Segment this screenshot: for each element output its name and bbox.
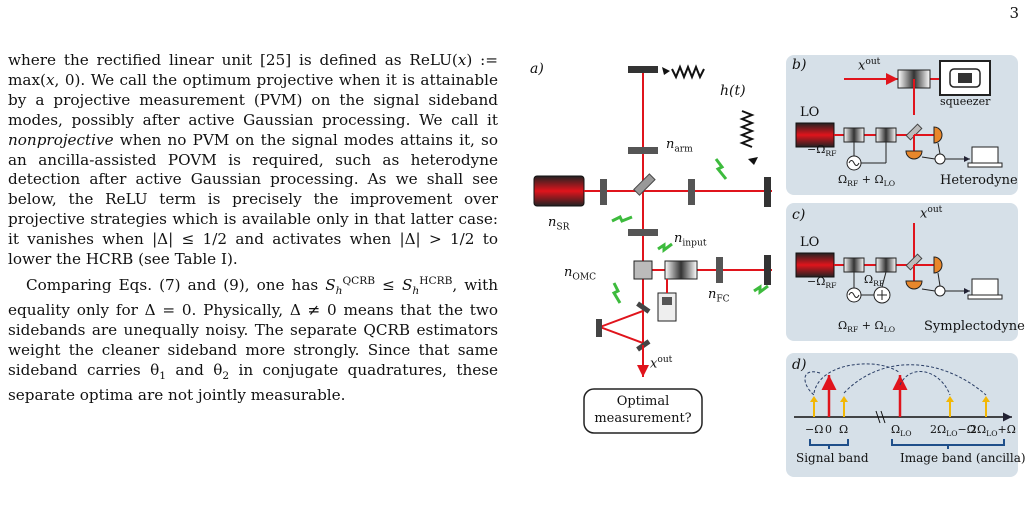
end-mirror-right [764, 177, 771, 207]
tick-zero: 0 [825, 423, 832, 436]
tick-minus-omega: −Ω [805, 423, 824, 436]
rf-label-c: ΩRF [864, 273, 885, 289]
n-omc-label: nOMC [564, 265, 597, 283]
paragraph-comparison: Comparing Eqs. (7) and (9), one has ShQC… [8, 273, 498, 404]
signal-band-brace [809, 439, 849, 449]
photodetector-b-1 [933, 126, 943, 144]
loss-bolt-input [657, 242, 673, 253]
gravitational-wave-icon [671, 64, 705, 80]
arm-mirror-horizontal [688, 179, 695, 205]
n-fc-label: nFC [708, 287, 730, 305]
loss-bolt-arm [714, 158, 728, 180]
panel-d-spectrum [786, 353, 1018, 477]
x-out-label-c: xout [920, 205, 943, 222]
minus-rf-label-c: −ΩRF [807, 275, 837, 291]
mixer-c [934, 285, 946, 297]
panel-b-label: b) [792, 57, 807, 73]
mixer-b [934, 153, 946, 165]
tick-omega: Ω [839, 423, 849, 436]
panel-d-label: d) [792, 357, 807, 373]
x-out-label-b: xout [858, 57, 881, 74]
image-band-label: Image band (ancilla) [900, 451, 1026, 465]
x-out-label-a: xout [650, 355, 673, 372]
arm-mirror-vertical [628, 147, 658, 154]
computer-icon-c [971, 278, 999, 296]
minus-rf-label-b: −ΩRF [807, 143, 837, 159]
eom-b-2 [875, 127, 897, 143]
photodetector-c-1 [933, 256, 943, 274]
tick-2lo-plus: 2ΩLO+Ω [970, 423, 1016, 439]
panel-a-label: a) [530, 61, 544, 77]
text-column: where the rectified linear unit [25] is … [8, 51, 498, 406]
eom-b-1 [843, 127, 865, 143]
image-band-brace [891, 439, 1005, 449]
photodetector-b-2 [905, 150, 923, 160]
filter-cavity-mirror-1 [716, 257, 723, 283]
tick-omega-lo: ΩLO [891, 423, 912, 439]
signal-band-label: Signal band [796, 451, 869, 465]
sum-label-c: ΩRF + ΩLO [838, 319, 896, 335]
output-mode-cleaner [597, 309, 644, 345]
strain-label: h(t) [720, 83, 746, 99]
lo-label-c: LO [800, 235, 820, 250]
circulator [633, 260, 653, 280]
lo-laser-b [795, 122, 835, 148]
eom-c-2 [875, 257, 897, 273]
faraday-isolator [664, 260, 698, 280]
sum-label-b: ΩRF + ΩLO [838, 173, 896, 189]
laser-source [533, 175, 585, 207]
lo-laser-c [795, 252, 835, 278]
conversion-curve-3 [899, 371, 951, 396]
photodetector-c-2 [905, 280, 923, 290]
eom-c-1 [843, 257, 865, 273]
loss-bolt-sr [611, 214, 633, 223]
gravitational-wave-icon-2 [739, 110, 755, 148]
conversion-curve-1 [813, 363, 901, 394]
figure: a) h(t) narm nSR ninput nOMC nFC xout Op… [520, 55, 1026, 507]
symplectodyne-title: Symplectodyne [924, 319, 1025, 334]
optimal-measurement-text: Optimal measurement? [594, 394, 692, 426]
squeezer-label: squeezer [940, 95, 991, 108]
page-number: 3 [1009, 4, 1019, 22]
power-recycling-mirror [600, 179, 607, 205]
end-mirror-top [628, 66, 658, 73]
loss-bolt-fc [753, 284, 769, 295]
heterodyne-title: Heterodyne [940, 173, 1018, 188]
tick-2lo-minus: 2ΩLO−Ω [930, 423, 976, 439]
lo-label-b: LO [800, 105, 820, 120]
optimal-measurement-box [583, 388, 703, 434]
panel-c-label: c) [792, 207, 806, 223]
n-input-label: ninput [674, 231, 707, 249]
panel-a-interferometer [533, 64, 772, 434]
panel-b-heterodyne [786, 55, 1018, 195]
signal-recycling-mirror [628, 229, 658, 236]
loss-bolt-omc [611, 282, 622, 304]
beamsplitter [633, 173, 656, 196]
paragraph-relu: where the rectified linear unit [25] is … [8, 51, 498, 269]
n-arm-label: narm [666, 137, 693, 155]
panel-c-symplectodyne [786, 203, 1018, 341]
n-sr-label: nSR [548, 215, 570, 233]
computer-icon-b [971, 146, 999, 164]
conversion-curve-2 [843, 364, 987, 396]
filter-cavity-mirror-2 [764, 255, 771, 285]
figure-diagram [533, 55, 1018, 477]
